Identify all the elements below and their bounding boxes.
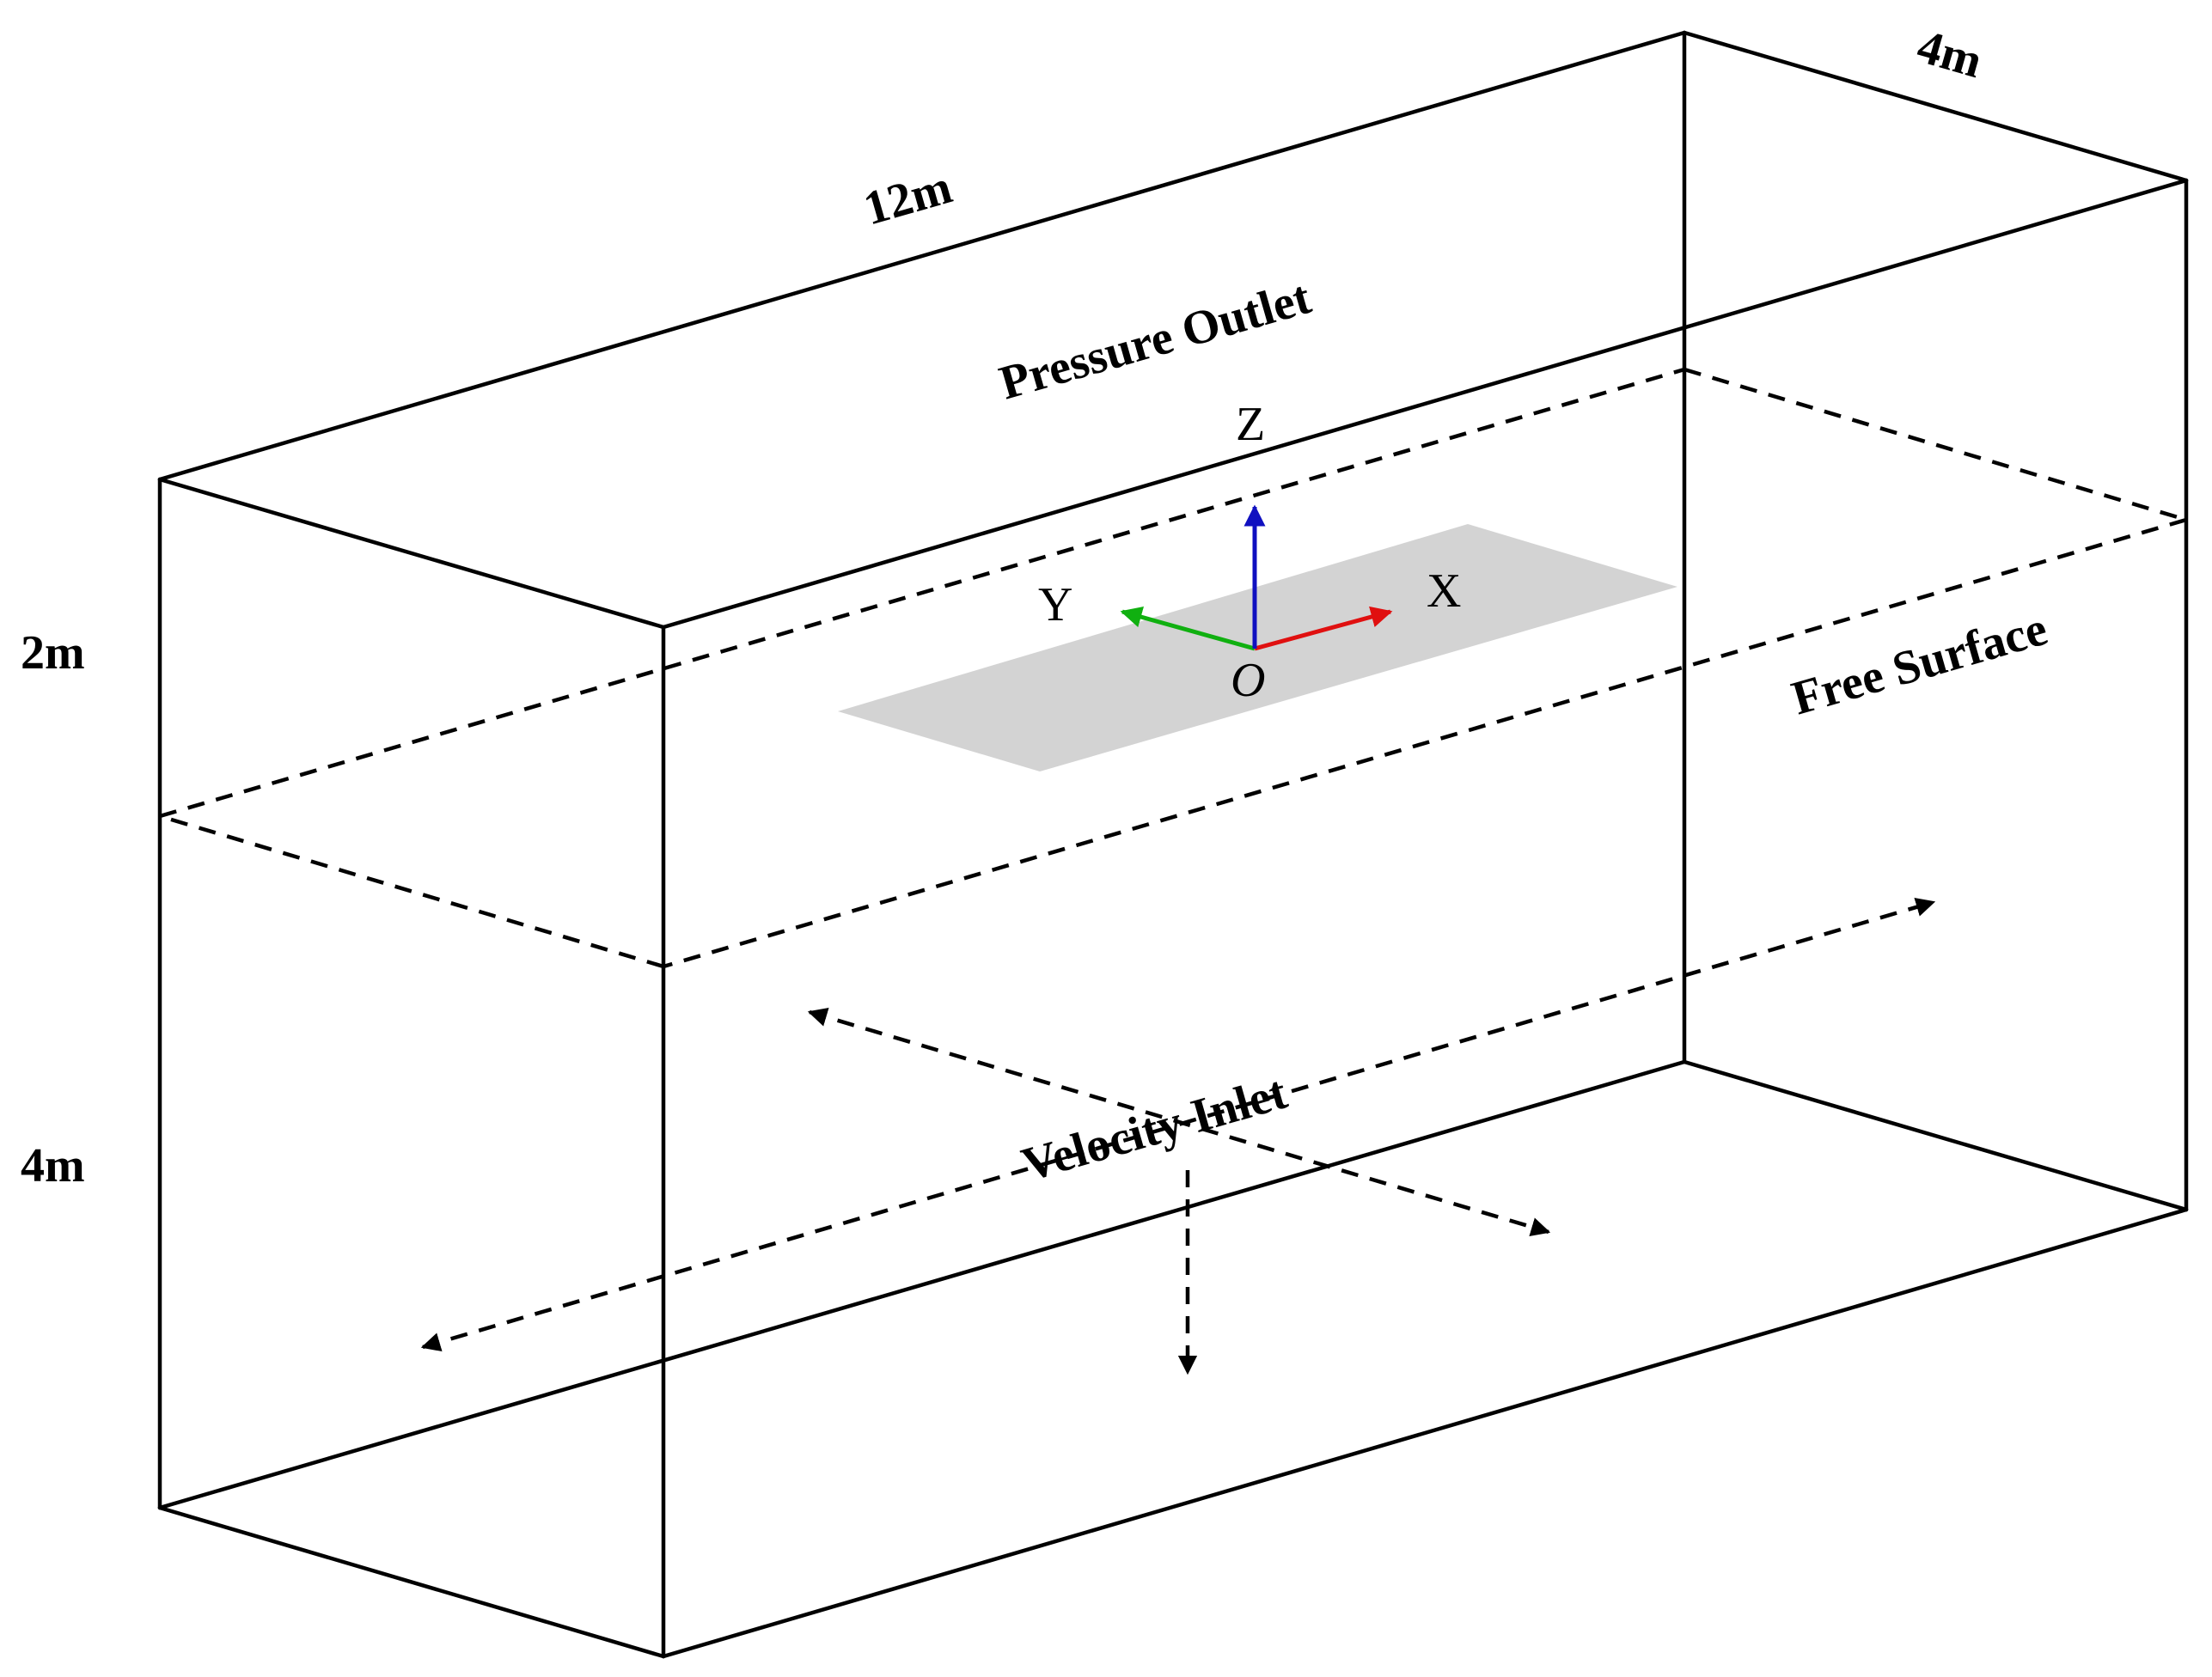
water-depth-label: 4m: [21, 1139, 85, 1192]
box-edges: [157, 30, 2189, 1659]
edge-top-left: [157, 477, 666, 630]
inlet-arrow-cross: [807, 1007, 1551, 1237]
z-axis-label: Z: [1236, 398, 1265, 451]
length-label: 12m: [858, 161, 957, 236]
free-surface-label: Free Surface: [1786, 602, 2053, 726]
velocity-inlet-arrows: [420, 897, 1936, 1375]
x-axis-arrow: [1254, 606, 1393, 651]
air-height-label: 2m: [21, 626, 85, 680]
edge-top-right: [1682, 30, 2189, 183]
edge-bottom-left: [157, 1505, 666, 1659]
edge-bottom-front: [661, 1207, 2189, 1659]
y-axis-label: Y: [1038, 578, 1072, 631]
x-axis-label: X: [1427, 564, 1461, 618]
coordinate-axes: X Y Z O: [1038, 398, 1461, 707]
edge-bottom-right: [1682, 1059, 2189, 1212]
edge-bottom-back: [157, 1059, 1687, 1510]
width-label: 4m: [1911, 20, 1988, 88]
pressure-outlet-label: Pressure Outlet: [993, 271, 1317, 410]
edge-top-front: [157, 30, 1687, 482]
velocity-inlet-label: Velocity Inlet: [1016, 1065, 1292, 1192]
y-axis-arrow: [1120, 607, 1256, 651]
origin-label: O: [1231, 654, 1265, 707]
free-surface-plane: [159, 367, 2187, 969]
edge-top-back-right: [661, 178, 2189, 630]
